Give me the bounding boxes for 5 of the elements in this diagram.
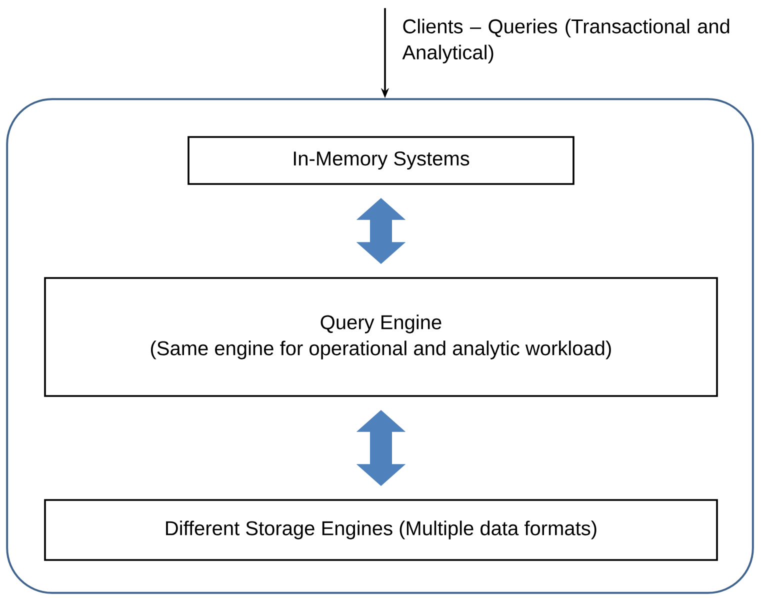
process-box: Query Engine (Same engine for operational and analytic workload) <box>44 277 718 397</box>
edge-label: Clients – Queries (Transactional and Analytical) <box>402 18 730 64</box>
system-frame <box>6 98 754 594</box>
process-box: In-Memory Systems <box>188 136 574 185</box>
process-box: Different Storage Engines (Multiple data formats) <box>44 499 718 561</box>
